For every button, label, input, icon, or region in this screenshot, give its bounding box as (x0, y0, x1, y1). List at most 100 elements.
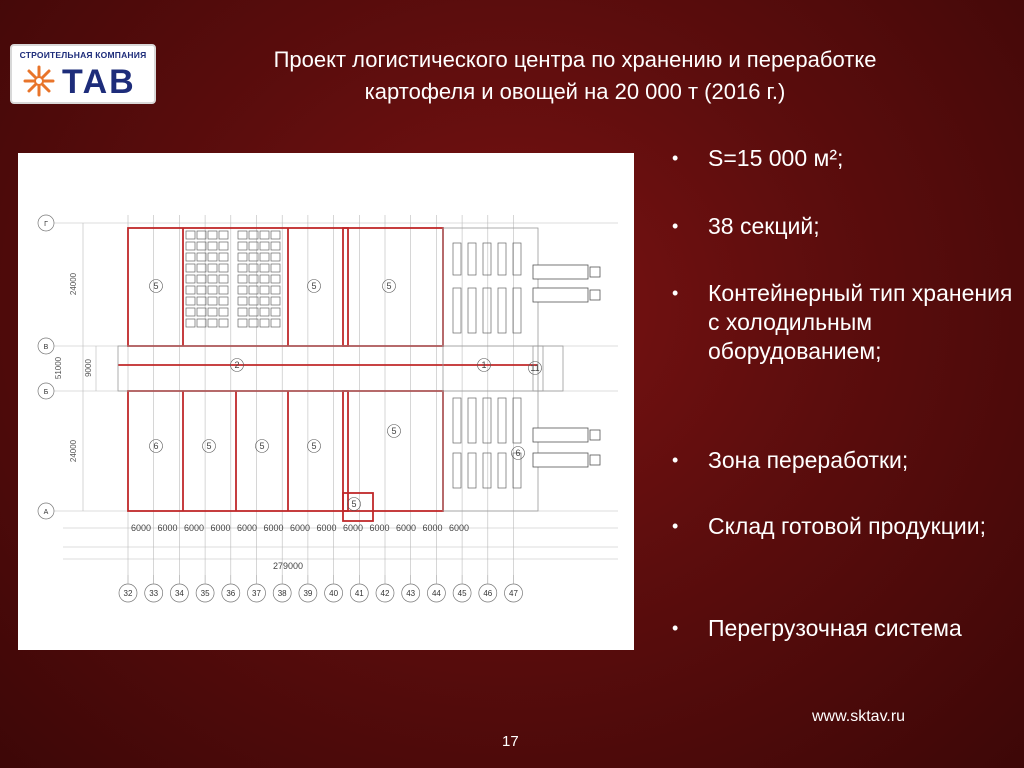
row-label: Б (44, 389, 49, 396)
axis-label: 45 (458, 589, 467, 598)
bullet-item: • Зона переработки; (672, 446, 1024, 475)
axis-label: 41 (355, 589, 364, 598)
truck-icon (532, 452, 601, 468)
bullet-text: 38 секций; (708, 213, 820, 239)
dimension-label: 6000 (343, 523, 363, 533)
room-number: 1 (481, 360, 486, 370)
bullet-dot-icon: • (672, 618, 679, 638)
dimension-label: 6000 (237, 523, 257, 533)
axis-label: 34 (175, 589, 184, 598)
truck-icon (532, 427, 601, 443)
bullet-item: • 38 секций; (672, 212, 1024, 241)
room-label: 5 (149, 279, 163, 293)
dimension-label: 6000 (131, 523, 151, 533)
axis-label: 39 (303, 589, 312, 598)
truck-icon (532, 264, 601, 280)
room-label: 5 (307, 439, 321, 453)
bullet-item: • Контейнерный тип хранения с холодильны… (672, 279, 1024, 366)
logo-star-icon (23, 65, 55, 97)
axis-marker: 34 (170, 575, 189, 603)
axis-marker: 45 (452, 575, 472, 603)
axis-label: 40 (329, 589, 338, 598)
axis-label: 42 (381, 589, 390, 598)
room-number: 5 (386, 281, 391, 291)
bullet-dot-icon: • (672, 148, 679, 168)
row-marker: В (37, 337, 55, 355)
room-label: 6 (511, 446, 525, 460)
dimension-label: 6000 (290, 523, 310, 533)
dimension-label: 9000 (84, 359, 93, 377)
dimension-label: 6000 (210, 523, 230, 533)
room-label: 2 (230, 358, 244, 372)
axis-marker: 43 (401, 575, 421, 603)
room-label: 11 (528, 361, 542, 375)
room-label: 5 (255, 439, 269, 453)
room-number: 6 (515, 448, 520, 458)
row-marker: А (37, 502, 55, 520)
room-label: 5 (387, 424, 401, 438)
company-logo: СТРОИТЕЛЬНАЯ КОМПАНИЯ ТАВ (10, 44, 156, 104)
room-number: 5 (259, 441, 264, 451)
row-label: А (44, 509, 49, 516)
axis-marker: 40 (324, 575, 343, 603)
room-label: 5 (307, 279, 321, 293)
bullet-dot-icon: • (672, 216, 679, 236)
axis-marker: 38 (272, 575, 292, 603)
logo-name: ТАВ (62, 63, 136, 101)
bullet-dot-icon: • (672, 283, 679, 303)
logo-company-type: СТРОИТЕЛЬНАЯ КОМПАНИЯ (19, 50, 147, 60)
truck-icon (532, 287, 601, 303)
axis-marker: 46 (478, 575, 498, 603)
axis-marker: 35 (195, 575, 215, 603)
room-label: 1 (477, 358, 491, 372)
axis-marker: 32 (118, 575, 138, 603)
axis-marker: 42 (375, 575, 395, 603)
title-line-1: Проект логистического центра по хранению… (273, 47, 877, 72)
room-label: 6 (149, 439, 163, 453)
bullet-dot-icon: • (672, 450, 679, 470)
room-number: 5 (351, 499, 356, 509)
dimension-label: 6000 (422, 523, 442, 533)
dimension-label: 24000 (69, 439, 78, 462)
total-dimension: 279000 (273, 561, 303, 571)
room-number: 5 (311, 281, 316, 291)
room-number: 5 (311, 441, 316, 451)
dimension-label: 6000 (184, 523, 204, 533)
dimension-label: 6000 (316, 523, 336, 533)
website-url: www.sktav.ru (812, 708, 906, 725)
axis-label: 35 (201, 589, 210, 598)
dimension-label: 24000 (69, 272, 78, 295)
axis-marker: 37 (247, 575, 266, 603)
axis-label: 32 (124, 589, 133, 598)
row-marker: Б (37, 382, 55, 400)
bullet-text: S=15 000 м²; (708, 145, 844, 171)
axis-marker: 47 (504, 575, 523, 603)
dimension-label: 6000 (263, 523, 283, 533)
axis-label: 38 (278, 589, 287, 598)
bullet-dot-icon: • (672, 516, 679, 536)
axis-marker: 44 (427, 575, 446, 603)
axis-label: 37 (252, 589, 261, 598)
room-label: 5 (202, 439, 216, 453)
axis-label: 44 (432, 589, 441, 598)
room-label: 5 (347, 497, 361, 511)
page-number: 17 (502, 733, 519, 750)
dimension-label: 6000 (369, 523, 389, 533)
axis-marker: 39 (298, 575, 318, 603)
axis-label: 33 (149, 589, 158, 598)
bullet-item: • S=15 000 м²; (672, 144, 1024, 173)
dimension-label: 6000 (449, 523, 469, 533)
axis-label: 43 (406, 589, 415, 598)
dimension-label: 6000 (157, 523, 177, 533)
axis-label: 46 (483, 589, 492, 598)
room-number: 5 (153, 281, 158, 291)
axis-label: 47 (509, 589, 518, 598)
bullet-text: Склад готовой продукции; (708, 513, 986, 539)
room-number: 5 (206, 441, 211, 451)
axis-marker: 36 (221, 575, 241, 603)
slide-title: Проект логистического центра по хранению… (160, 44, 990, 108)
bullet-text: Перегрузочная система (708, 615, 962, 641)
dimension-label: 51000 (54, 356, 63, 379)
bullet-text: Контейнерный тип хранения с холодильным … (708, 280, 1013, 364)
